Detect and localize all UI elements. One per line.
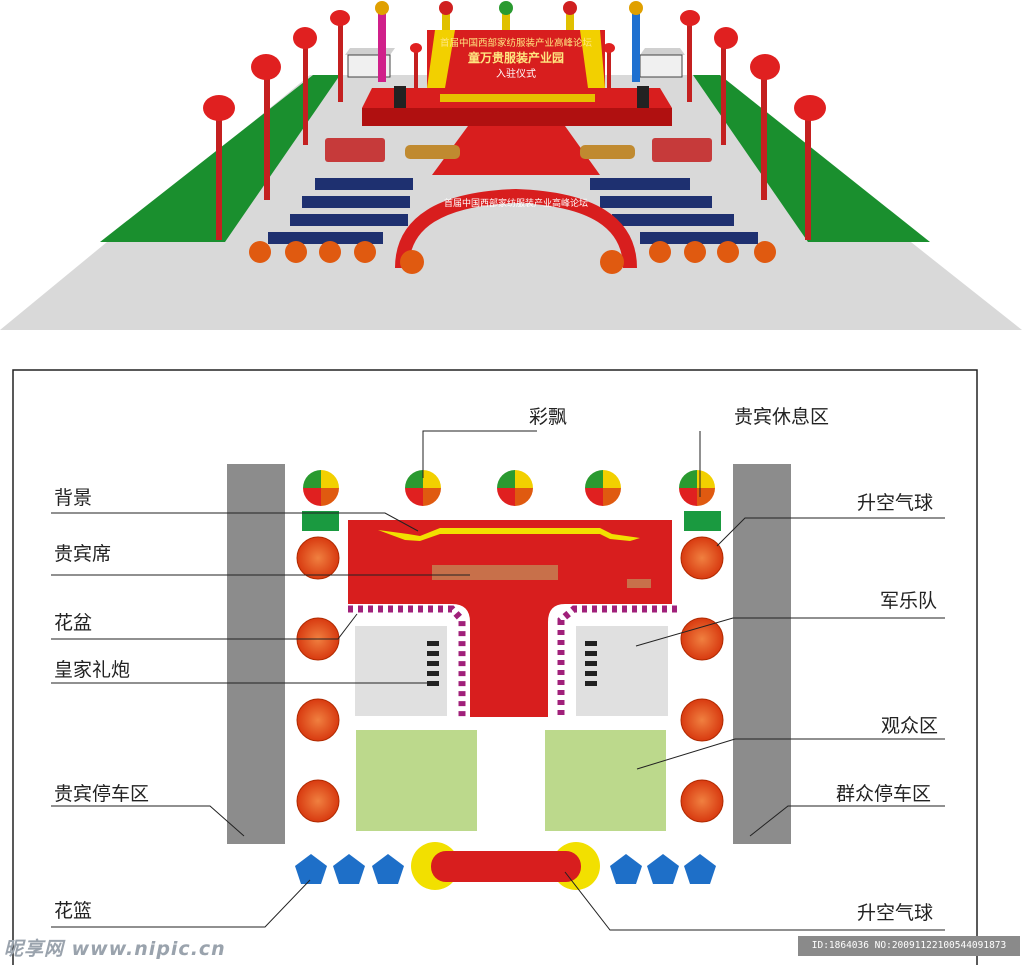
- right-lawn: [693, 75, 930, 242]
- vip-lounge-left: [302, 511, 339, 531]
- backdrop-line-3: 入驻仪式: [496, 67, 536, 80]
- public-parking-strip: [733, 464, 791, 844]
- stage-speakers-right: [637, 86, 649, 108]
- leader-lines: [51, 430, 945, 931]
- stage-backdrop: [427, 30, 605, 88]
- label-vip-parking: 贵宾停车区: [54, 783, 150, 805]
- cannons-right: [580, 145, 635, 159]
- vip-parking-strip: [227, 464, 285, 844]
- band-left: [325, 138, 385, 162]
- backdrop-gold-left: [427, 30, 455, 88]
- label-streamer: 彩飘: [529, 406, 568, 428]
- stage-t-shape: [348, 520, 672, 717]
- cannons-left: [405, 145, 460, 159]
- stage-backdrop-gold: [378, 528, 640, 541]
- backdrop-line-1: 首届中国西部家纺服装产业高峰论坛: [440, 37, 593, 49]
- backdrop-gold-right: [580, 30, 605, 88]
- audience-area-left: [356, 730, 477, 831]
- audience-chairs-left: [268, 178, 413, 244]
- streamer-markers: [303, 470, 715, 506]
- band-right: [652, 138, 712, 162]
- label-balloon-bottom: 升空气球: [857, 902, 934, 924]
- label-public-parking: 群众停车区: [836, 783, 932, 805]
- entrance-arch: [395, 188, 637, 269]
- backdrop-line-2: 童万贵服装产业园: [468, 50, 564, 65]
- label-military-band: 军乐队: [880, 590, 938, 612]
- label-vip-lounge: 贵宾休息区: [734, 406, 830, 428]
- stage-speakers-left: [394, 86, 406, 108]
- label-vip-seats: 贵宾席: [54, 543, 112, 565]
- entrance-arch-plan: [431, 851, 581, 882]
- lamp-posts-left: [203, 10, 422, 240]
- vip-lounge-right: [684, 511, 721, 531]
- audience-chairs-right: [590, 178, 758, 244]
- label-flower-pot: 花盆: [54, 612, 93, 634]
- plan-frame: [12, 369, 978, 965]
- flower-baskets-row: [249, 241, 776, 274]
- arch-text: 首届中国西部家纺服装产业高峰论坛: [444, 197, 588, 209]
- audience-area-right: [545, 730, 666, 831]
- label-backdrop: 背景: [54, 487, 93, 509]
- label-royal-cannon: 皇家礼炮: [54, 659, 131, 681]
- royal-cannons-right: [585, 641, 597, 686]
- lamp-posts-right: [603, 10, 826, 240]
- label-flower-basket: 花篮: [54, 900, 93, 922]
- vip-seats-small: [627, 579, 651, 588]
- label-audience-area: 观众区: [881, 715, 939, 737]
- flower-basket-markers: [295, 854, 716, 884]
- watermark-id: ID:1864036 NO:20091122100544091873: [798, 936, 1020, 956]
- stage-front: [362, 108, 672, 126]
- flower-pot-borders: [348, 605, 677, 717]
- stage-perspective-illustration: 首届中国西部家纺服装产业高峰论坛 童万贵服装产业园 入驻仪式 首届中国西部家纺服…: [0, 1, 1022, 330]
- label-balloon-right: 升空气球: [857, 492, 934, 514]
- vip-seats-block: [432, 565, 558, 580]
- vip-table: [440, 94, 595, 102]
- balloon-markers: [296, 536, 724, 823]
- watermark-site: 昵享网 www.nipic.cn: [4, 938, 226, 960]
- red-carpet: [432, 126, 600, 175]
